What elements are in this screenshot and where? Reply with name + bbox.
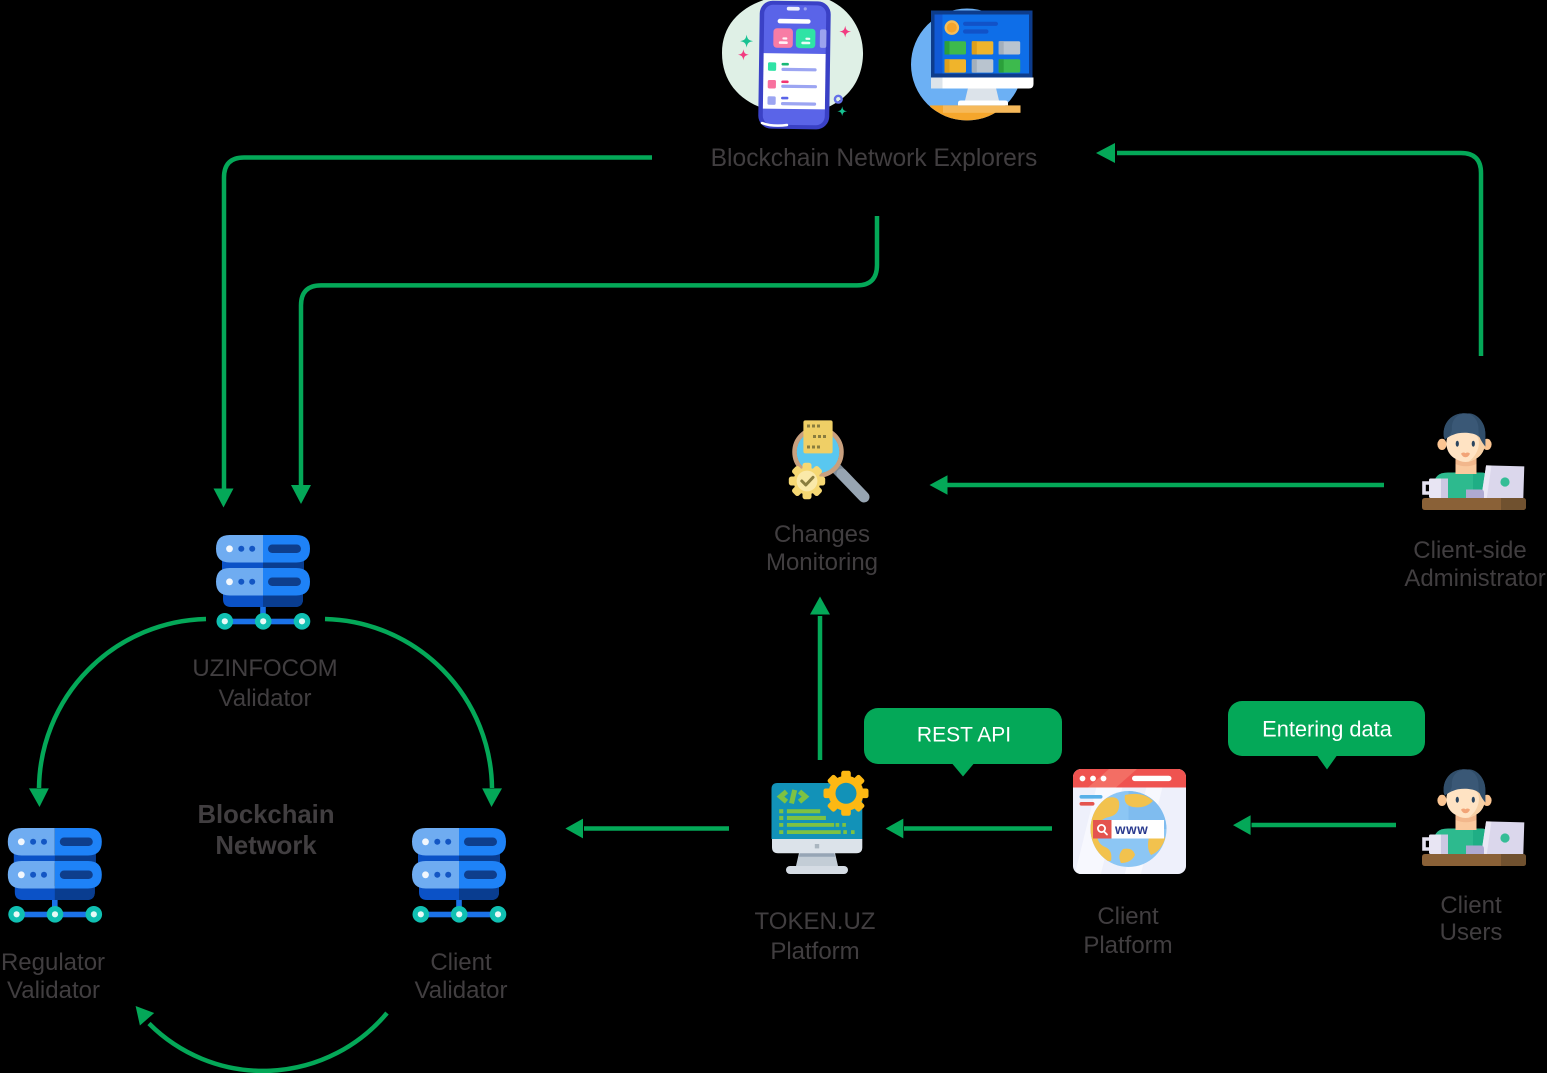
svg-text:Regulator: Regulator xyxy=(1,949,105,976)
svg-text:Blockchain: Blockchain xyxy=(197,801,334,829)
svg-text:REST API: REST API xyxy=(917,724,1011,747)
svg-text:Platform: Platform xyxy=(770,938,859,965)
svg-text:Validator: Validator xyxy=(7,977,100,1004)
svg-text:Client-side: Client-side xyxy=(1413,537,1526,564)
svg-text:Administrator: Administrator xyxy=(1404,565,1545,592)
svg-text:www: www xyxy=(1114,822,1148,837)
svg-text:Validator: Validator xyxy=(415,977,508,1004)
svg-text:Platform: Platform xyxy=(1083,932,1172,959)
svg-text:Client: Client xyxy=(430,949,492,976)
svg-text:Validator: Validator xyxy=(219,685,312,712)
svg-text:UZINFOCOM: UZINFOCOM xyxy=(192,655,337,682)
svg-text:Client: Client xyxy=(1440,892,1502,919)
svg-text:Network: Network xyxy=(215,832,317,860)
svg-text:Blockchain Network Explorers: Blockchain Network Explorers xyxy=(711,145,1038,172)
svg-text:TOKEN.UZ: TOKEN.UZ xyxy=(755,908,876,935)
svg-text:Users: Users xyxy=(1440,919,1503,946)
svg-text:Entering data: Entering data xyxy=(1262,717,1393,742)
svg-text:Changes: Changes xyxy=(774,521,870,548)
svg-text:Client: Client xyxy=(1097,903,1159,930)
svg-text:Monitoring: Monitoring xyxy=(766,549,878,576)
